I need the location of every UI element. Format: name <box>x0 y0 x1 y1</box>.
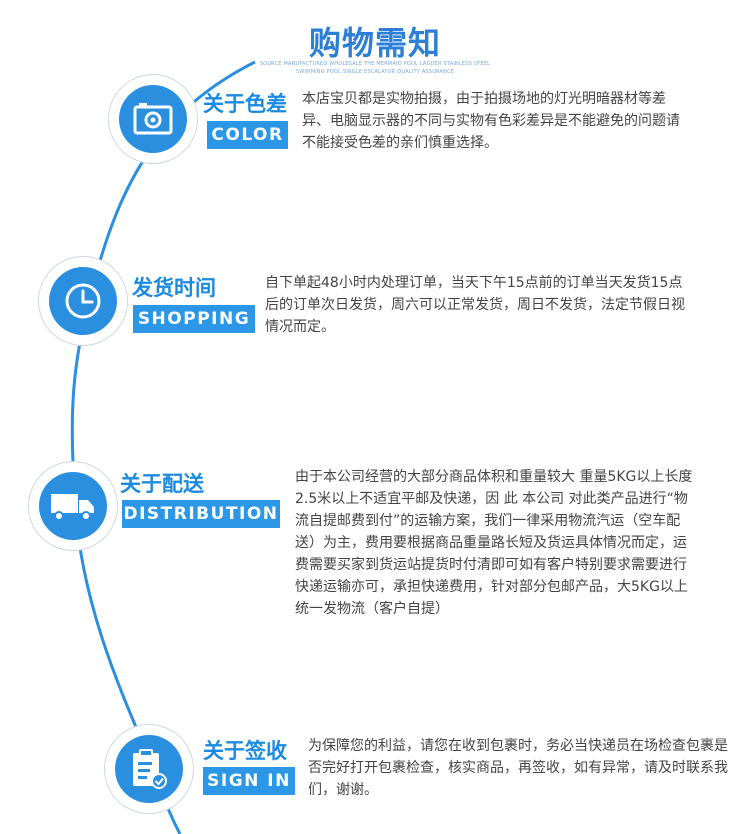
section-signin-circle <box>104 724 194 814</box>
section-color-text: 本店宝贝都是实物拍摄，由于拍摄场地的灯光明暗器材等差异、电脑显示器的不同与实物有… <box>302 91 680 151</box>
page-title: 购物需知 <box>308 24 441 62</box>
clock-icon <box>49 267 117 335</box>
section-signin-tag: SIGN IN <box>203 767 295 795</box>
section-distribution-text: 由于本公司经营的大部分商品体积和重量较大 重量5KG以上长度2.5米以上不适宜平… <box>295 469 693 617</box>
section-shipping-text: 自下单起48小时内处理订单，当天下午15点前的订单当天发货15点后的订单次日发货… <box>265 275 685 335</box>
section-signin-text: 为保障您的利益，请您在收到包裹时，务必当快递员在场检查包裹是否完好打开包裹检查，… <box>308 738 728 798</box>
section-distribution-title: 关于配送 <box>120 472 204 496</box>
section-signin-title: 关于签收 <box>203 739 287 763</box>
section-shipping-title: 发货时间 <box>132 276 216 300</box>
camera-icon <box>119 85 187 153</box>
section-distribution-tag: DISTRIBUTION <box>122 500 280 528</box>
truck-icon <box>39 472 107 540</box>
section-shipping-circle <box>38 256 128 346</box>
section-color-circle <box>108 74 198 164</box>
section-shipping-tag: SHOPPING <box>133 305 255 333</box>
section-distribution-circle <box>28 461 118 551</box>
clipboard-check-icon <box>115 735 183 803</box>
page-subtitle: SOURCE MANUFACTURED WHOLESALE THE MERMAI… <box>259 61 491 75</box>
section-color-tag: COLOR <box>207 121 288 149</box>
section-color-title: 关于色差 <box>203 92 287 116</box>
